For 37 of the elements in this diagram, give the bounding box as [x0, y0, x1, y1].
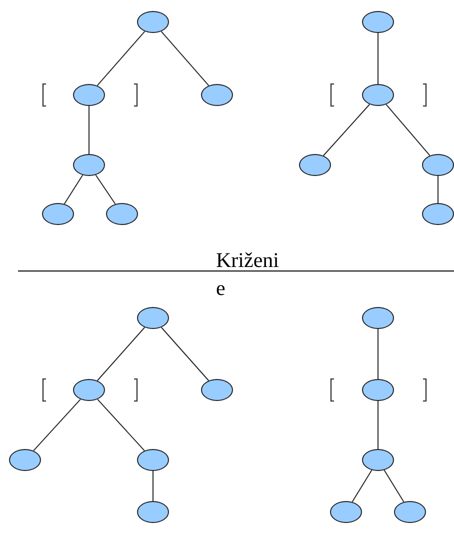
- connector-line: [64, 174, 84, 204]
- ellipse-node: [362, 307, 394, 329]
- ellipse-node: [422, 203, 454, 225]
- ellipse-node: [73, 379, 105, 401]
- ellipse-node: [362, 449, 394, 471]
- connector-line: [97, 398, 145, 452]
- connector-line: [96, 30, 146, 86]
- connector-line: [386, 104, 430, 156]
- connector-line: [152, 470, 154, 502]
- crossover-label: Križeni e: [216, 247, 280, 302]
- connector-line: [95, 174, 116, 205]
- ellipse-node: [106, 203, 138, 225]
- ellipse-node: [137, 449, 169, 471]
- connector-line: [160, 30, 210, 86]
- ellipse-node: [330, 501, 362, 523]
- connector-line: [33, 398, 81, 452]
- ellipse-node: [362, 379, 394, 401]
- connector-line: [96, 326, 146, 382]
- connector-line: [160, 326, 210, 382]
- ellipse-node: [73, 84, 105, 106]
- connector-line: [384, 470, 404, 502]
- connector-line: [352, 470, 372, 502]
- ellipse-node: [9, 449, 41, 471]
- ellipse-node: [201, 84, 233, 106]
- ellipse-node: [137, 307, 169, 329]
- ellipse-node: [137, 11, 169, 33]
- connector-line: [322, 104, 370, 156]
- ellipse-node: [201, 379, 233, 401]
- ellipse-node: [299, 154, 331, 176]
- ellipse-node: [362, 84, 394, 106]
- ellipse-node: [73, 154, 105, 176]
- ellipse-node: [42, 203, 74, 225]
- connector-line: [88, 106, 90, 154]
- ellipse-node: [362, 11, 394, 33]
- ellipse-node: [137, 501, 169, 523]
- ellipse-node: [394, 501, 426, 523]
- ellipse-node: [422, 154, 454, 176]
